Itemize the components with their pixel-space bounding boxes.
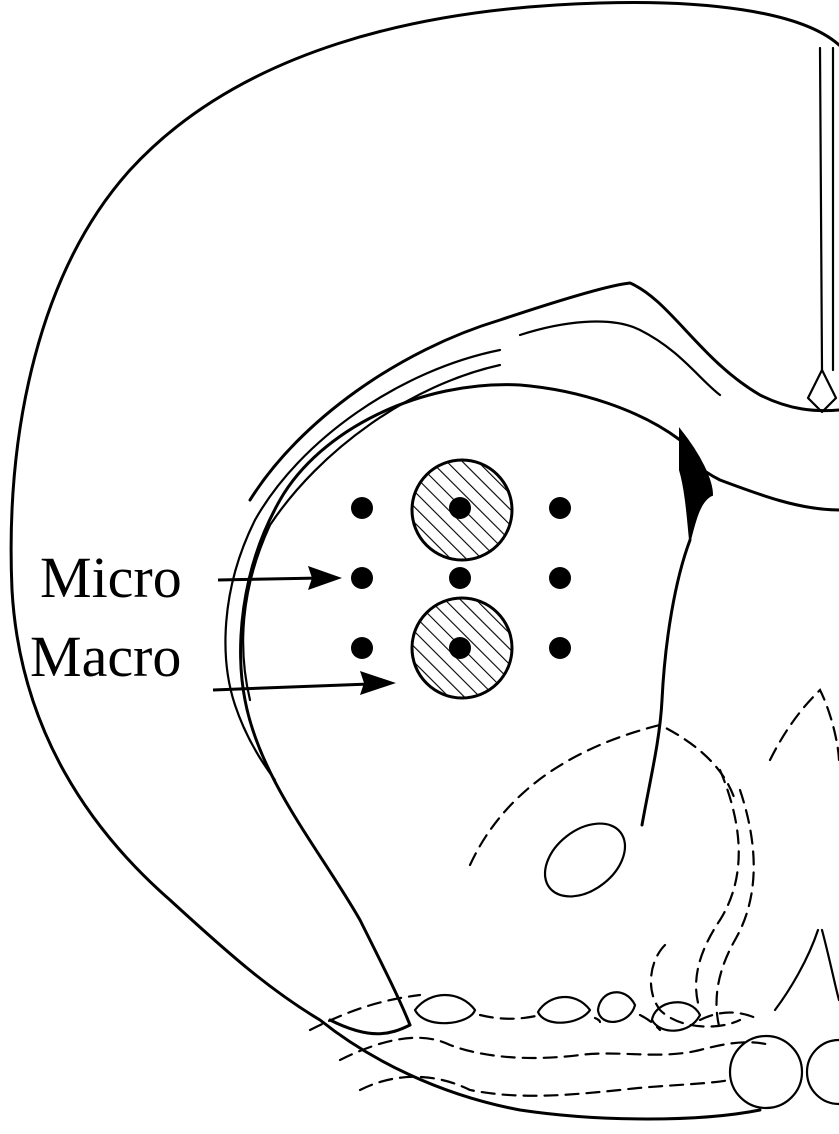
micro-label: Micro	[40, 545, 182, 610]
islands-2	[538, 997, 590, 1023]
electrode-dot	[351, 567, 373, 589]
lateral-ventricle	[680, 430, 712, 540]
anterior-commissure	[531, 809, 639, 912]
electrode-dot	[549, 637, 571, 659]
electrode-dot	[351, 497, 373, 519]
optic-tract-circle-left	[730, 1036, 802, 1108]
dashed-boundary-left	[470, 725, 735, 865]
medial-boundary	[775, 930, 839, 1010]
electrode-dot	[449, 497, 471, 519]
islands-1	[415, 995, 475, 1023]
electrode-dot	[549, 497, 571, 519]
dashed-boundary-inner-1	[696, 770, 739, 1010]
corpus-callosum-lower	[520, 322, 720, 395]
ventral-dashed-3	[360, 1077, 730, 1096]
corpus-callosum-upper	[250, 283, 839, 500]
dashed-boundary-inner-2	[716, 790, 753, 1030]
macro-label: Macro	[30, 624, 181, 689]
optic-tract-circle-right	[807, 1040, 839, 1104]
islands-3	[598, 992, 635, 1022]
ventral-contour	[330, 1020, 410, 1034]
electrode-dot	[549, 567, 571, 589]
midline-tip	[808, 370, 836, 412]
electrode-dot	[449, 567, 471, 589]
dashed-boundary-right	[770, 690, 839, 760]
electrode-dot	[351, 637, 373, 659]
midline	[820, 48, 833, 370]
ventricle-line	[642, 540, 690, 825]
ventral-dashed-2	[340, 1038, 770, 1060]
external-capsule-outer	[225, 350, 500, 780]
electrode-dot	[449, 637, 471, 659]
